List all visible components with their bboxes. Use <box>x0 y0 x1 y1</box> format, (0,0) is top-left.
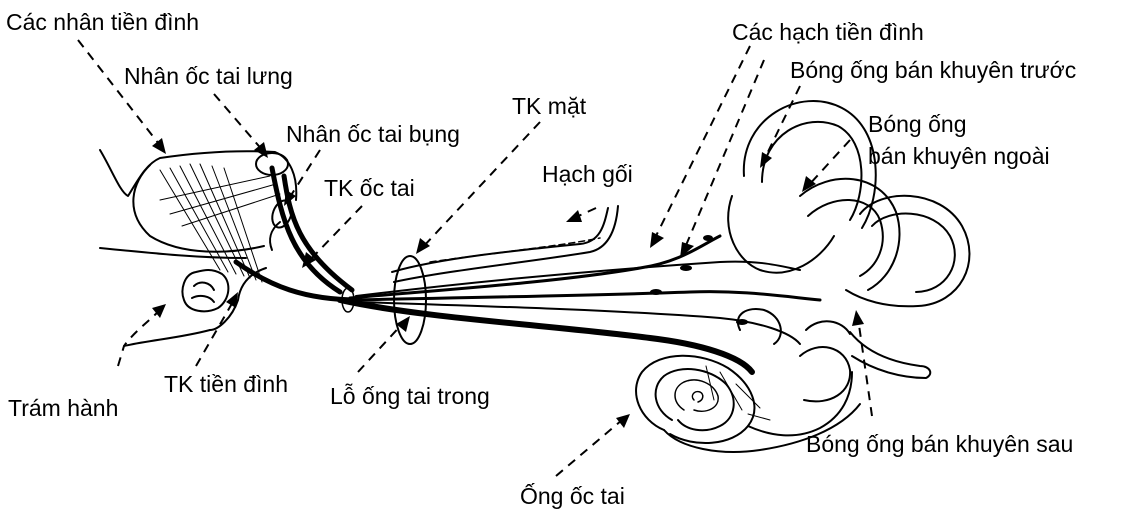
ventral-cochlear-nucleus-pointer <box>288 150 320 200</box>
arrowhead <box>852 310 864 326</box>
label-olive: Trám hành <box>8 395 118 421</box>
label-geniculate-ganglion: Hạch gối <box>542 161 633 187</box>
label-cochlear-nerve: TK ốc tai <box>324 175 415 201</box>
label-vestibular-nerve: TK tiền đình <box>164 371 288 397</box>
label-vestibular-nuclei: Các nhân tiền đình <box>6 9 199 35</box>
label-lateral-ampulla-line1: Bóng ống <box>868 111 966 137</box>
label-facial-nerve: TK mặt <box>512 93 587 119</box>
label-internal-acoustic-meatus: Lỗ ống tai trong <box>330 383 490 409</box>
anterior-ampulla-pointer <box>764 86 800 160</box>
arrowhead <box>760 152 772 168</box>
cochlea-pointer <box>556 420 622 476</box>
label-lateral-ampulla-line2: bán khuyên ngoài <box>868 143 1050 169</box>
vestibular-ganglion-dot <box>650 289 662 295</box>
vestibular-ganglia-pointer <box>654 46 750 240</box>
label-posterior-ampulla: Bóng ống bán khuyên sau <box>806 431 1073 457</box>
pointer-arrows <box>78 40 872 476</box>
brainstem-drawing <box>100 150 296 346</box>
olive-shape <box>183 270 229 311</box>
vestibular-ganglia-pointer <box>684 60 764 250</box>
arrowhead <box>566 210 582 222</box>
arrowhead <box>616 414 630 428</box>
label-anterior-ampulla: Bóng ống bán khuyên trước <box>790 57 1076 83</box>
posterior-ampulla-pointer <box>858 318 872 416</box>
arrowhead <box>152 138 166 154</box>
olive-pointer <box>118 310 160 366</box>
label-vestibular-ganglia: Các hạch tiền đình <box>732 19 924 45</box>
vestibular-nuclei-pointer <box>78 40 162 148</box>
label-dorsal-cochlear-nucleus: Nhân ốc tai lưng <box>124 63 293 89</box>
arrowhead <box>152 304 166 318</box>
vestibular-ganglion-dot <box>680 265 692 271</box>
label-ventral-cochlear-nucleus: Nhân ốc tai bụng <box>286 121 460 147</box>
label-cochlea: Ống ốc tai <box>520 482 625 509</box>
brainstem-fibers <box>160 164 280 282</box>
cochlear-nerve-pointer <box>308 206 362 262</box>
dorsal-cochlear-nucleus-pointer <box>214 94 264 152</box>
vestibular-ganglion-dot <box>703 235 713 241</box>
